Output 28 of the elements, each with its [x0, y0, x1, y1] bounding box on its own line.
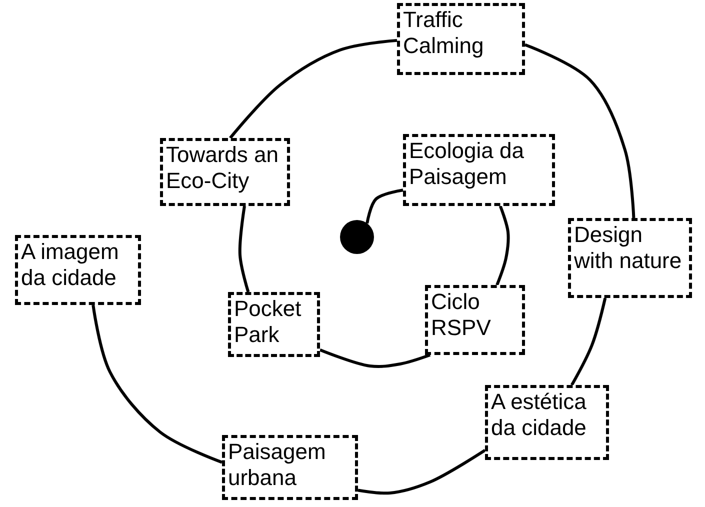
- dashed-box: [222, 435, 358, 500]
- connector-line: [92, 304, 223, 464]
- start-dot: [340, 220, 374, 254]
- node-label: A estética da cidade: [491, 389, 588, 441]
- node-label: Ciclo RSPV: [431, 289, 492, 341]
- dashed-box: [15, 235, 141, 305]
- dashed-box: [228, 292, 320, 357]
- node-label: A imagem da cidade: [21, 239, 120, 291]
- node-label: Paisagem urbana: [228, 439, 327, 491]
- connector-line: [229, 38, 398, 139]
- dashed-box: [160, 138, 290, 206]
- node-label: Ecologia da Paisagem: [409, 138, 525, 190]
- connector-line: [238, 206, 250, 292]
- dashed-box: [403, 134, 555, 206]
- dashed-box: [568, 218, 692, 298]
- node-label: Pocket Park: [234, 296, 302, 348]
- connector-line: [524, 43, 636, 218]
- node-label: Design with nature: [574, 222, 683, 274]
- node-label: Traffic Calming: [403, 7, 485, 59]
- dashed-box: [425, 285, 525, 355]
- node-label: Towards an Eco-City: [166, 142, 280, 194]
- dashed-box: [397, 3, 525, 75]
- connector-line: [358, 448, 486, 495]
- connector-line: [496, 205, 510, 286]
- connector-line: [366, 188, 404, 224]
- connector-line: [570, 298, 607, 386]
- connector-line: [319, 348, 430, 368]
- dashed-box: [485, 385, 609, 460]
